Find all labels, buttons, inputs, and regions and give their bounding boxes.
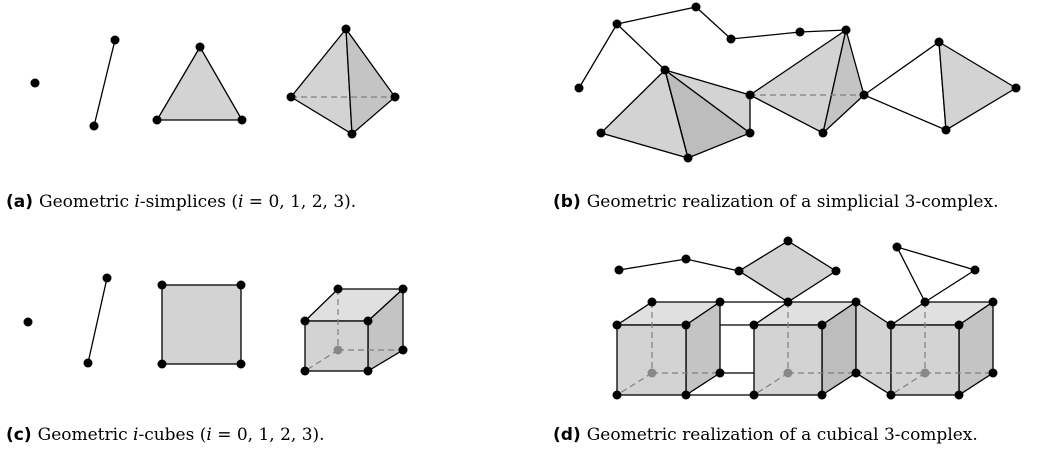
simplex-3 (286, 24, 400, 139)
panel-c-cubes (23, 273, 408, 376)
caption-c-var: i (133, 425, 139, 445)
caption-c-math-var: i (206, 425, 212, 445)
caption-b-tag: (b) (553, 192, 581, 212)
caption-a-var: i (134, 192, 140, 212)
caption-b: (b)Geometric realization of a simplicial… (553, 192, 999, 212)
simplex-1 (89, 35, 120, 131)
edge-path (616, 6, 847, 40)
caption-a-math-var: i (237, 192, 244, 212)
caption-a-tag: (a) (6, 192, 34, 212)
caption-c: (c)Geometric i-cubes (i = 0, 1, 2, 3). (6, 425, 325, 445)
caption-c-math-rest: = 0, 1, 2, 3). (211, 425, 325, 445)
caption-a: (a)Geometric i-simplices (i = 0, 1, 2, 3… (6, 192, 356, 212)
simplex-0 (30, 78, 40, 88)
caption-d-text: Geometric realization of a cubical 3-com… (586, 425, 978, 445)
simplex-2 (152, 42, 247, 125)
cube-2 (157, 280, 246, 369)
cube-0 (23, 317, 33, 327)
caption-c-text-post: -cubes ( (138, 425, 207, 445)
caption-d: (d)Geometric realization of a cubical 3-… (553, 425, 978, 445)
caption-a-math-rest: = 0, 1, 2, 3). (243, 192, 357, 212)
cube-1 (83, 273, 112, 368)
caption-a-text-post: -simplices ( (139, 192, 238, 212)
cube-3 (300, 284, 408, 376)
caption-c-tag: (c) (6, 425, 32, 445)
edge-path (578, 22, 666, 89)
panel-b-simplicial-complex (574, 2, 1021, 163)
caption-a-text-pre: Geometric (39, 192, 135, 212)
panel-a-simplices (30, 24, 400, 139)
panel-d-cubical-complex (612, 236, 998, 400)
caption-d-tag: (d) (553, 425, 581, 445)
caption-c-text-pre: Geometric (37, 425, 134, 445)
caption-b-text: Geometric realization of a simplicial 3-… (586, 192, 999, 212)
